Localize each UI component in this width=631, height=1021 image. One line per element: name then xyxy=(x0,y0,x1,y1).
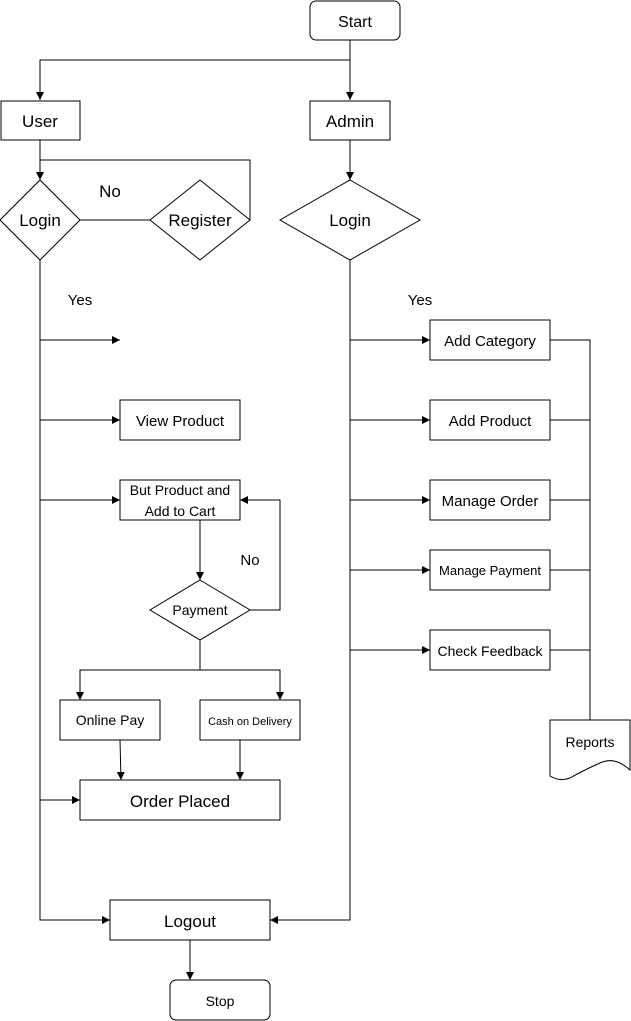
node-stop-label: Stop xyxy=(206,993,235,1009)
node-user: User xyxy=(0,100,81,141)
edge-payment-cod xyxy=(200,669,284,700)
node-cash-on-delivery: Cash on Delivery xyxy=(199,699,301,741)
edge-start-user xyxy=(36,59,350,100)
node-online-pay-label: Online Pay xyxy=(76,712,144,728)
label-user-yes: Yes xyxy=(68,292,92,309)
node-add-category: Add Category xyxy=(429,319,551,361)
node-payment-label: Payment xyxy=(172,602,227,618)
node-order-placed-label: Order Placed xyxy=(130,792,230,811)
edge-reports-trunk xyxy=(550,339,591,720)
node-admin: Admin xyxy=(309,100,391,141)
node-register-label: Register xyxy=(168,211,232,230)
node-user-login: Login xyxy=(0,179,81,261)
node-start: Start xyxy=(309,0,401,41)
label-payment-no: No xyxy=(240,552,259,569)
node-payment: Payment xyxy=(149,579,251,641)
edge-online-order xyxy=(116,739,125,781)
node-buy-product-label-1: But Product and xyxy=(130,482,230,498)
node-online-pay: Online Pay xyxy=(59,699,161,741)
node-add-product-label: Add Product xyxy=(449,413,532,430)
node-manage-order: Manage Order xyxy=(429,479,551,521)
node-manage-payment: Manage Payment xyxy=(429,549,551,591)
edge-register-loop xyxy=(40,159,251,220)
node-add-product: Add Product xyxy=(429,399,551,441)
node-admin-label: Admin xyxy=(326,112,374,131)
node-stop: Stop xyxy=(169,979,271,1021)
node-logout: Logout xyxy=(109,899,271,941)
node-user-login-label: Login xyxy=(19,211,61,230)
node-logout-label: Logout xyxy=(164,912,216,931)
node-check-feedback: Check Feedback xyxy=(429,629,551,671)
node-user-label: User xyxy=(22,112,58,131)
node-buy-product-label-2: Add to Cart xyxy=(145,503,216,519)
node-check-feedback-label: Check Feedback xyxy=(437,643,543,659)
node-order-placed: Order Placed xyxy=(79,779,281,821)
node-register: Register xyxy=(149,179,251,261)
edges xyxy=(36,40,591,980)
node-manage-payment-label: Manage Payment xyxy=(439,563,541,578)
node-cash-on-delivery-label: Cash on Delivery xyxy=(208,716,292,728)
node-view-product-label: View Product xyxy=(136,413,225,430)
node-start-label: Start xyxy=(338,14,372,31)
node-admin-login: Login xyxy=(278,179,422,261)
node-manage-order-label: Manage Order xyxy=(442,493,539,510)
edge-payment-no-loop xyxy=(240,496,281,611)
edge-payment-online xyxy=(76,669,200,700)
label-register-no: No xyxy=(99,182,121,201)
node-reports-label: Reports xyxy=(565,734,614,750)
label-admin-yes: Yes xyxy=(408,292,432,309)
node-admin-login-label: Login xyxy=(329,211,371,230)
edge-admin-trunk xyxy=(270,260,351,924)
node-reports: Reports xyxy=(549,719,631,781)
node-add-category-label: Add Category xyxy=(444,333,536,350)
edge-user-trunk xyxy=(39,260,110,924)
node-view-product: View Product xyxy=(119,399,241,441)
node-buy-product: But Product and Add to Cart xyxy=(119,479,241,521)
